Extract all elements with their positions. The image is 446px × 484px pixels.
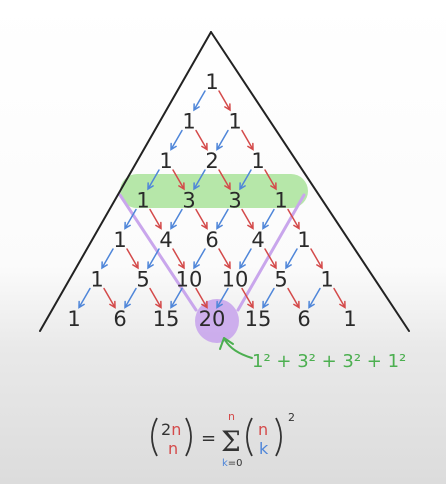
triangle-outline [39,31,410,332]
center-highlight [195,299,239,343]
formula-lhs-top-n: n [171,420,181,439]
arrow-left [193,90,206,112]
identity-formula: 2n n = Σ n k=0 n k 2 [151,410,295,469]
arrow-right [287,208,300,230]
arrow-left [239,169,252,191]
arrow-left [308,287,321,309]
triangle-number: 2 [205,149,218,173]
arrow-left [285,248,298,270]
formula-lhs-top-2: 2 [161,420,171,439]
arrow-right [241,287,254,309]
triangle-number: 6 [113,307,126,331]
row-highlight [120,174,308,208]
triangle-number: 6 [297,307,310,331]
arrow-left [147,248,160,270]
triangle-number: 1 [343,307,356,331]
triangle-number: 1 [182,110,195,134]
triangle-number: 5 [136,268,149,292]
formula-lhs-bottom: n [168,439,178,458]
arrow-left [193,169,206,191]
triangle-number: 1 [67,307,80,331]
triangle-number: 4 [159,228,172,252]
triangle-number: 1 [297,228,310,252]
formula-sum-upper: n [228,410,235,423]
arrow-left [124,287,137,309]
triangle-number: 20 [199,307,226,331]
annotation-arrow [224,339,253,359]
arrow-right [103,287,116,309]
arrow-left [216,287,229,309]
arrow-right [149,287,162,309]
triangle-number: 10 [176,268,203,292]
triangle-number: 1 [113,228,126,252]
arrow-right [218,248,231,270]
arrow-left [216,129,229,151]
triangle-number: 15 [153,307,180,331]
formula-sum-lower: k=0 [222,458,243,469]
arrow-right [195,208,208,230]
arrow-right [195,287,208,309]
formula-sum-lower-k: k [222,458,228,469]
arrow-right [333,287,346,309]
arrow-right [149,208,162,230]
arrow-right [287,287,300,309]
triangle-number: 15 [245,307,272,331]
arrow-right [218,90,231,112]
arrow-right [310,248,323,270]
triangle-number: 1 [90,268,103,292]
arrow-right [241,129,254,151]
arrow-left [124,208,137,230]
arrow-left [147,169,160,191]
arrow-right [264,169,277,191]
triangle-number: 1 [251,149,264,173]
triangle-number: 1 [228,110,241,134]
arrow-left [239,248,252,270]
annotation-arrow-head [219,337,234,350]
arrow-right [172,169,185,191]
triangle-number: 1 [205,70,218,94]
arrows-layer [78,90,346,309]
arrow-right [195,129,208,151]
triangle-number: 3 [228,189,241,213]
arrow-left [78,287,91,309]
triangle-number: 1 [159,149,172,173]
triangle-number: 10 [222,268,249,292]
arrow-left [170,129,183,151]
arrow-right [264,248,277,270]
triangle-number: 1 [274,189,287,213]
formula-equals: = [201,428,216,449]
arrow-right [126,248,139,270]
formula-rhs-top: n [258,420,268,439]
arrow-left [262,287,275,309]
formula-lhs-top: 2n [161,420,181,439]
triangle-number: 4 [251,228,264,252]
arrow-left [170,287,183,309]
triangle-number: 3 [182,189,195,213]
formula-rhs-bottom: k [259,439,269,458]
arrow-right [241,208,254,230]
arrow-right [172,248,185,270]
formula-exponent: 2 [288,411,295,424]
arrow-left [101,248,114,270]
triangle-number: 1 [320,268,333,292]
arrow-left [170,208,183,230]
arrow-right [218,169,231,191]
formula-sigma: Σ [221,425,241,458]
arrow-left [262,208,275,230]
triangle-number: 6 [205,228,218,252]
triangle-number: 1 [136,189,149,213]
formula-sum-lower-rest: =0 [228,458,243,469]
annotation-sum: 1² + 3² + 3² + 1² [252,351,406,372]
arrow-left [216,208,229,230]
arrow-left [193,248,206,270]
triangle-number: 5 [274,268,287,292]
